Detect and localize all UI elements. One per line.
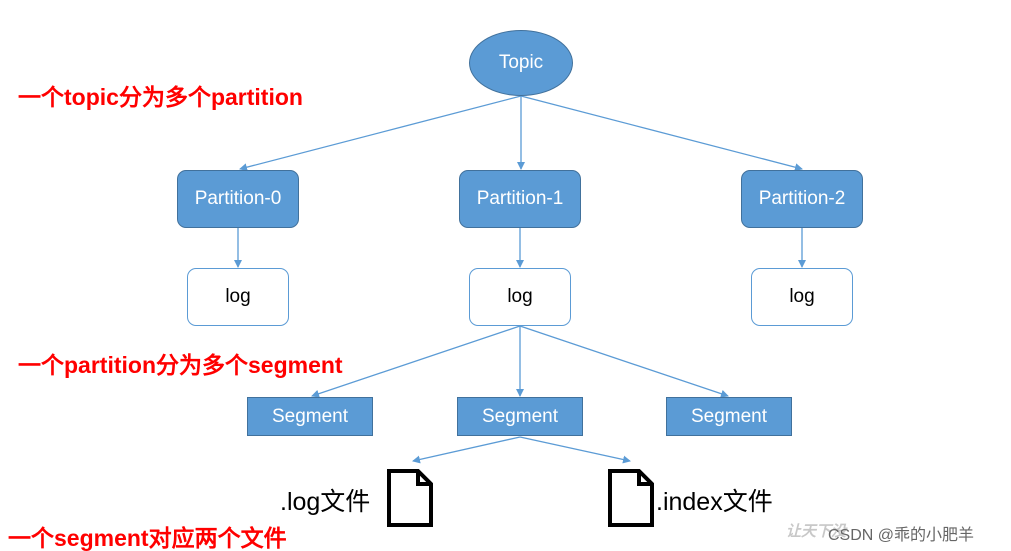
watermark-logo: 让天下没	[786, 522, 847, 540]
log-file-label: .log文件	[280, 488, 371, 516]
index-file-icon	[608, 469, 654, 527]
edge-log-segment-2	[519, 325, 729, 398]
edge-topic-partition-2	[520, 95, 803, 172]
edge-segment-log-file	[412, 436, 521, 464]
partition-segment-annotation: 一个partition分为多个segment	[18, 352, 343, 378]
edge-log-segment-0	[311, 325, 521, 398]
partition-1-node: Partition-1	[459, 170, 581, 228]
partition-0-node: Partition-0	[177, 170, 299, 228]
edge-segment-index-file	[519, 436, 631, 464]
segment-1-node: Segment	[457, 397, 583, 436]
watermark-credit: CSDN @乖的小肥羊	[828, 527, 975, 544]
partition-1-log-node: log	[469, 268, 571, 326]
segment-0-node: Segment	[247, 397, 373, 436]
partition-2-log-node: log	[751, 268, 853, 326]
index-file-label: .index文件	[656, 488, 773, 516]
edge-topic-partition-0	[239, 95, 522, 172]
segment-2-node: Segment	[666, 397, 792, 436]
log-file-icon	[387, 469, 433, 527]
topic-partition-annotation: 一个topic分为多个partition	[18, 84, 303, 110]
segment-files-annotation: 一个segment对应两个文件	[8, 525, 287, 551]
partition-0-log-node: log	[187, 268, 289, 326]
topic-node: Topic	[469, 30, 573, 96]
partition-2-node: Partition-2	[741, 170, 863, 228]
